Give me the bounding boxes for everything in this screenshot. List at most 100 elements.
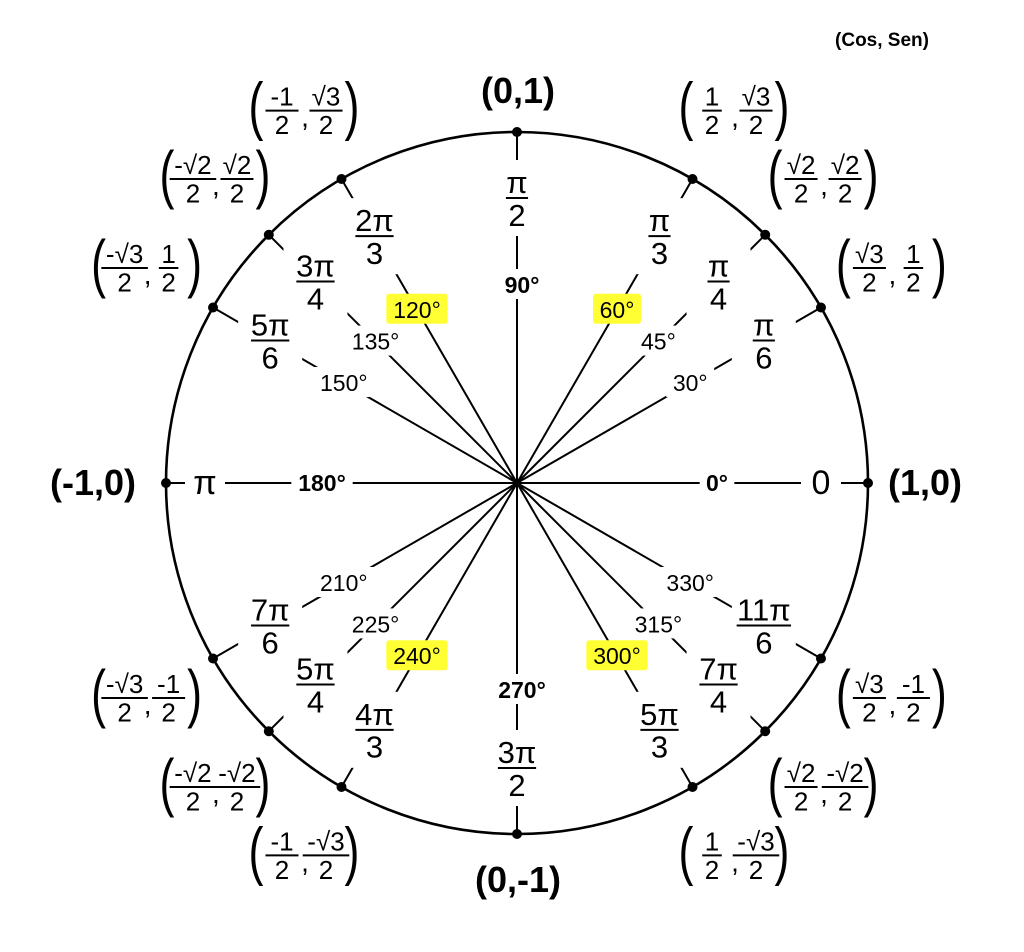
- radian-45-numerator: π: [708, 248, 729, 283]
- radian-240-numerator: 4π: [355, 697, 394, 732]
- coord-x-240-denominator: 2: [275, 855, 289, 885]
- radian-135-numerator: 3π: [296, 248, 335, 283]
- angle-0: 0°0(1,0): [699, 462, 962, 503]
- coord-comma-135: ,: [212, 170, 220, 201]
- angle-120: 120°2π3(-12,√32): [249, 70, 448, 324]
- radian-90-numerator: π: [506, 165, 527, 200]
- degree-label-bg-150: [313, 367, 375, 397]
- degree-label-300: 300°: [593, 643, 641, 669]
- angle-150: 150°5π6(-√32,12): [91, 227, 375, 397]
- degree-label-bg-30: [666, 367, 715, 397]
- coord-x-60-numerator: 1: [705, 82, 719, 112]
- coord-open-paren-210: (: [91, 657, 106, 729]
- circle-point-240: [336, 781, 347, 792]
- coord-x-150-numerator: -√3: [106, 239, 143, 269]
- coord-comma-330: ,: [889, 689, 897, 720]
- coord-y-135-numerator: √2: [223, 150, 252, 180]
- coord-close-paren-315: ): [864, 746, 879, 818]
- coord-x-30-denominator: 2: [862, 267, 876, 297]
- coord-close-paren-60: ): [775, 70, 790, 142]
- angle-270: 270°3π2(0,-1): [475, 674, 561, 900]
- coord-x-210-denominator: 2: [117, 697, 131, 727]
- coord-close-paren-210: ): [187, 657, 202, 729]
- coord-open-paren-240: (: [249, 814, 264, 886]
- coord-close-paren-300: ): [775, 814, 790, 886]
- degree-label-315: 315°: [635, 611, 683, 637]
- coord-x-120-denominator: 2: [275, 110, 289, 140]
- coord-x-120-numerator: -1: [270, 82, 293, 112]
- coord-label-90: (0,1): [481, 70, 555, 111]
- circle-point-225: [263, 726, 274, 737]
- degree-label-bg-120: [386, 293, 448, 324]
- coord-comma-240: ,: [301, 846, 309, 877]
- coord-open-paren-120: (: [249, 70, 264, 142]
- coord-x-315-numerator: √2: [787, 758, 816, 788]
- coord-y-225-numerator: -√2: [218, 758, 255, 788]
- coord-close-paren-135: ): [255, 138, 270, 210]
- degree-label-210: 210°: [320, 570, 368, 596]
- coord-x-45-numerator: √2: [787, 150, 816, 180]
- coord-comma-225: ,: [212, 778, 220, 809]
- circle-point-180: [161, 478, 171, 488]
- circle-point-0: [863, 478, 873, 488]
- angle-90: 90°π2(0,1): [481, 70, 555, 299]
- coord-open-paren-300: (: [679, 814, 694, 886]
- coord-y-135-denominator: 2: [230, 178, 244, 208]
- coord-x-225-numerator: -√2: [174, 758, 211, 788]
- coord-y-225-denominator: 2: [230, 786, 244, 816]
- degree-label-bg-270: [491, 674, 553, 704]
- coord-y-45-numerator: √2: [831, 150, 860, 180]
- circle-point-30: [815, 302, 826, 313]
- radian-300-denominator: 3: [651, 730, 668, 765]
- coord-x-45-denominator: 2: [794, 178, 808, 208]
- angle-300: 300°5π3(12,-√32): [586, 640, 789, 886]
- radian-270-denominator: 2: [508, 768, 525, 803]
- radian-330-numerator: 11π: [737, 593, 791, 628]
- angle-45: 45°π4(√22,√22): [634, 138, 879, 356]
- coord-close-paren-45: ): [864, 138, 879, 210]
- coord-x-300-denominator: 2: [705, 855, 719, 885]
- degree-label-30: 30°: [673, 370, 708, 396]
- legend-label: (Cos, Sen): [835, 30, 929, 51]
- coord-close-paren-30: ): [932, 227, 947, 299]
- degree-label-45: 45°: [641, 329, 676, 355]
- coord-x-150-denominator: 2: [117, 267, 131, 297]
- coord-x-225-denominator: 2: [186, 786, 200, 816]
- circle-point-330: [815, 653, 826, 664]
- radian-120-denominator: 3: [366, 236, 383, 271]
- circle-point-45: [760, 229, 771, 240]
- radian-225-denominator: 4: [307, 684, 324, 719]
- circle-point-300: [687, 781, 698, 792]
- coord-comma-30: ,: [889, 259, 897, 290]
- degree-label-bg-210: [313, 567, 375, 597]
- degree-label-240: 240°: [393, 643, 441, 669]
- degree-label-bg-0: [699, 467, 735, 497]
- coord-x-210-numerator: -√3: [106, 669, 143, 699]
- radian-45-denominator: 4: [710, 281, 727, 316]
- degree-label-90: 90°: [505, 272, 540, 298]
- angle-labels: 0°0(1,0)30°π6(√32,12)45°π4(√22,√22)60°π3…: [50, 70, 962, 900]
- degree-label-bg-225: [344, 608, 407, 639]
- radian-30-numerator: π: [753, 308, 774, 343]
- coord-open-paren-135: (: [159, 138, 174, 210]
- degree-label-bg-315: [627, 608, 690, 639]
- radian-label-0: 0: [812, 464, 831, 502]
- angle-240: 240°4π3(-12,-√32): [249, 640, 448, 886]
- radian-270-numerator: 3π: [498, 735, 537, 770]
- radian-bg-0: [801, 463, 841, 503]
- degree-label-bg-135: [344, 325, 407, 356]
- coord-x-135-denominator: 2: [186, 178, 200, 208]
- degree-label-bg-330: [659, 567, 721, 597]
- coord-open-paren-30: (: [836, 227, 851, 299]
- coord-y-330-denominator: 2: [906, 697, 920, 727]
- coord-comma-210: ,: [144, 689, 152, 720]
- coord-y-60-numerator: √3: [742, 82, 771, 112]
- degree-label-bg-300: [586, 640, 648, 671]
- angle-180: 180°π(-1,0): [50, 462, 353, 503]
- coord-y-150-denominator: 2: [161, 267, 175, 297]
- degree-label-bg-240: [386, 640, 448, 671]
- degree-label-bg-60: [592, 293, 642, 324]
- circle-point-120: [336, 174, 347, 185]
- coord-comma-315: ,: [820, 778, 828, 809]
